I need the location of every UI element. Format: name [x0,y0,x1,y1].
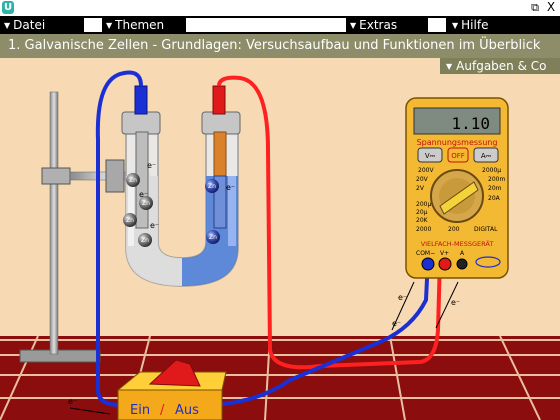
svg-text:Zn: Zn [208,183,216,190]
blue-wire [95,70,143,407]
chevron-down-icon: ▼ [446,62,453,71]
svg-text:e⁻: e⁻ [392,319,401,328]
svg-text:200m: 200m [488,176,505,183]
menu-label: Extras [359,18,398,32]
lab-stand [19,91,151,363]
menu-label: Themen [115,18,165,32]
svg-text:Zn: Zn [141,237,149,244]
meter-mode-label: Spannungsmessung [417,138,498,147]
svg-text:A: A [460,250,465,257]
copper-ions: Zn Zn [205,179,220,244]
app-icon: U [2,1,14,14]
jack-labels: COM− V+ A [416,250,465,257]
dial-labels: 200V 20V 2V 200m 20m 2000µ 200µ 20µ 20A … [416,167,505,233]
red-wire [217,75,442,370]
meter-maker-label: VIELFACH-MESSGERÄT [421,239,494,248]
svg-text:e⁻: e⁻ [226,183,235,192]
svg-text:Zn: Zn [209,234,217,241]
svg-text:e⁻: e⁻ [147,161,156,170]
off-label: OFF [451,152,465,160]
dc-current-button[interactable] [473,147,499,163]
chevron-down-icon: ▼ [350,21,357,30]
menu-bar: ▼Datei ▼Themen ▼Extras ▼Hilfe [0,16,560,34]
switch-off-label[interactable]: Aus [175,403,199,418]
svg-text:DIGITAL: DIGITAL [474,226,498,233]
menu-hilfe[interactable]: ▼Hilfe [452,17,488,33]
svg-text:e⁻: e⁻ [451,298,460,307]
svg-text:20A: 20A [488,195,501,202]
copper-electrode [213,131,227,177]
dc-voltage-button[interactable] [417,147,443,163]
svg-text:e⁻: e⁻ [139,190,148,199]
page-title: 1. Galvanische Zellen - Grundlagen: Vers… [0,34,560,58]
restore-icon[interactable]: ⧉ [531,1,539,14]
zinc-ions: Zn Zn Zn Zn [123,173,153,247]
switch-on-label[interactable]: Ein [130,403,150,418]
meter-display: 1.10 [451,114,490,133]
menu-datei[interactable]: ▼Datei [4,17,45,33]
electron-labels-tube: e⁻ e⁻ e⁻ e⁻ [139,161,235,230]
electron-labels-wire: e⁻ e⁻ e⁻ e⁻ [68,293,460,406]
svg-text:20K: 20K [416,217,429,224]
menu-extras[interactable]: ▼Extras [350,17,397,33]
com-jack[interactable] [421,257,435,271]
ampere-jack[interactable] [456,258,468,270]
svg-text:Zn: Zn [142,200,150,207]
off-button[interactable] [447,147,469,163]
menu-label: Hilfe [461,18,489,32]
svg-text:e⁻: e⁻ [398,293,407,302]
svg-text:Zn: Zn [129,177,137,184]
svg-text:e⁻: e⁻ [68,397,77,406]
menu-slot [186,18,346,32]
floor [0,336,560,420]
tasks-menu-button[interactable]: ▼Aufgaben & Co [440,58,560,74]
svg-text:COM−: COM− [416,250,435,257]
svg-text:200: 200 [448,226,460,233]
menu-slot [84,18,102,32]
svg-text:e⁻: e⁻ [150,221,159,230]
electron-arrows [69,281,459,415]
svg-text:200V: 200V [418,167,434,174]
red-clip [212,85,226,115]
svg-text:20m: 20m [488,185,502,192]
tasks-label: Aufgaben & Co [456,59,547,73]
svg-text:2000µ: 2000µ [482,167,501,174]
window-titlebar: U ⧉ X [0,0,560,16]
switch-box[interactable]: Ein / Aus [116,359,227,420]
menu-label: Datei [13,18,46,32]
multimeter: 1.10 Spannungsmessung V⎓ OFF A⎓ 200V 20V… [405,97,509,279]
svg-text:20V: 20V [416,176,429,183]
dial-pointer[interactable] [439,181,479,215]
svg-text:2V: 2V [416,185,425,192]
voltage-jack[interactable] [438,257,452,271]
chevron-down-icon: ▼ [106,21,113,30]
switch-separator: / [160,403,165,418]
svg-text:V+: V+ [440,250,449,257]
dc-current-icon: A⎓ [481,152,492,160]
chevron-down-icon: ▼ [4,21,11,30]
chevron-down-icon: ▼ [452,21,459,30]
dc-voltage-icon: V⎓ [425,152,436,160]
svg-text:2000: 2000 [416,226,431,233]
menu-themen[interactable]: ▼Themen [106,17,164,33]
svg-text:200µ: 200µ [416,201,431,208]
switch-lever[interactable] [148,359,201,387]
close-icon[interactable]: X [546,0,556,14]
svg-text:Zn: Zn [126,217,134,224]
swap-leads-icon[interactable] [475,256,501,268]
svg-text:20µ: 20µ [416,209,428,216]
stoppers [121,111,241,135]
blue-wire-meter [221,257,430,406]
blue-clip [134,85,148,115]
menu-slot [428,18,446,32]
page-title-text: 1. Galvanische Zellen - Grundlagen: Vers… [8,38,541,53]
